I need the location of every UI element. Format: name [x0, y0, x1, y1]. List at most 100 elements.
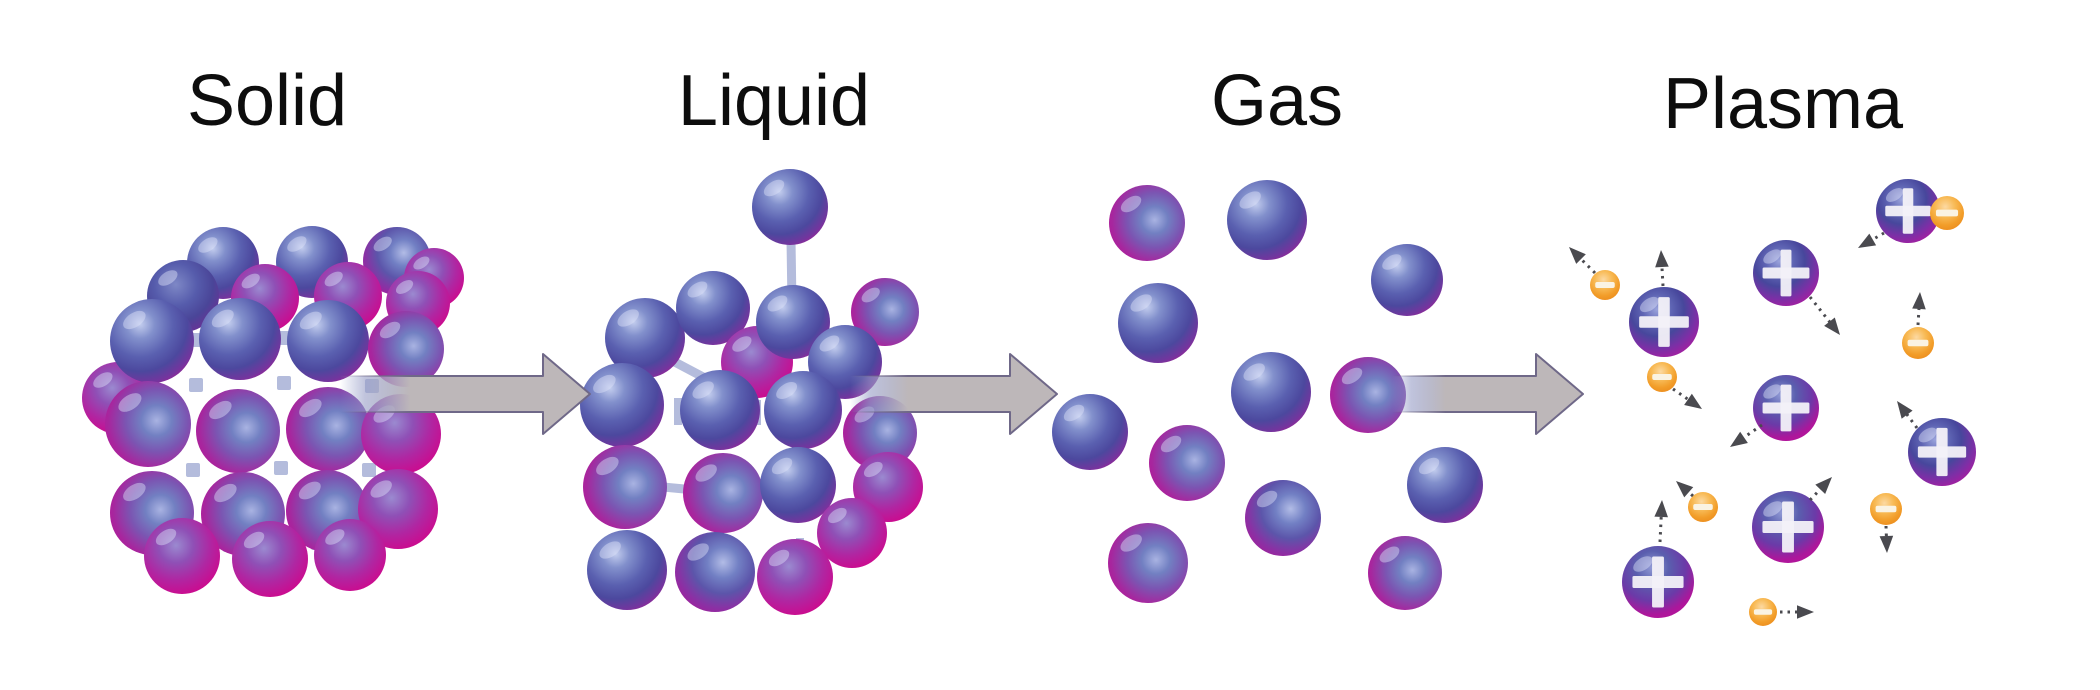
sphere-sheen [324, 271, 343, 287]
minus-icon [1907, 339, 1929, 347]
sphere-sheen [158, 270, 178, 286]
state-label-gas: Gas [1210, 61, 1344, 141]
molecule-sphere [105, 381, 191, 467]
molecule-sphere [1227, 180, 1307, 260]
plus-icon [1632, 556, 1684, 608]
sphere-sheen [1120, 534, 1142, 552]
motion-arrowhead-icon [1858, 233, 1877, 248]
molecule-sphere [361, 394, 441, 474]
sphere-sheen [827, 507, 847, 524]
sphere-sheen [198, 237, 218, 253]
molecule-sphere [1052, 394, 1128, 470]
motion-arrow [1676, 481, 1694, 498]
molecule-sphere [1108, 523, 1188, 603]
molecule-sphere [314, 519, 386, 591]
sphere-sheen [1763, 501, 1783, 517]
sphere-sheen [395, 280, 414, 294]
molecule-sphere [1407, 447, 1483, 523]
plus-icon [1762, 249, 1810, 297]
sphere-sheen [1918, 427, 1937, 443]
sphere-sheen [1379, 546, 1400, 563]
sphere-sheen [123, 310, 146, 330]
motion-arrowhead-icon [1684, 393, 1702, 409]
sphere-sheen [299, 311, 322, 330]
sphere-sheen [1130, 294, 1152, 312]
plus-bar-v [1658, 297, 1670, 347]
sphere-sheen [1639, 296, 1659, 313]
sphere-sheen [1763, 249, 1781, 264]
plasma-ion [1908, 418, 1976, 486]
plus-bar-v [1782, 501, 1794, 553]
sphere-sheen [599, 541, 621, 559]
molecule-sphere [1371, 244, 1443, 316]
motion-arrow [1858, 231, 1885, 248]
sphere-sheen [596, 456, 619, 476]
molecule-sphere [1368, 536, 1442, 610]
motion-arrow-line [1904, 412, 1919, 429]
motion-arrowhead-icon [1797, 605, 1814, 619]
motion-arrow [1672, 387, 1702, 409]
motion-arrow [1654, 500, 1668, 543]
molecule-sphere [196, 389, 280, 473]
plus-bar-v [1780, 249, 1792, 297]
molecule-sphere [1118, 283, 1198, 363]
sphere-sheen [370, 480, 392, 498]
molecule-sphere [110, 299, 194, 383]
molecule-sphere [1109, 185, 1185, 261]
transition-arrow-liquid-to-gas [850, 353, 1058, 435]
plus-icon [1762, 501, 1814, 553]
motion-arrowhead-icon [1676, 481, 1694, 498]
state-label-plasma: Plasma [1662, 64, 1904, 144]
sphere-sheen [768, 549, 790, 567]
sphere-sheen [1382, 254, 1402, 270]
sphere-sheen [214, 483, 237, 503]
motion-arrowhead-icon [1730, 431, 1748, 447]
plasma-electron [1688, 492, 1718, 522]
gas-state-group [1052, 180, 1483, 610]
motion-arrow-line [1808, 486, 1823, 502]
motion-arrow [1912, 292, 1926, 326]
motion-arrow-line [1578, 256, 1597, 275]
plus-bar-v [1902, 188, 1914, 234]
motion-arrow [1780, 605, 1814, 619]
motion-arrowhead-icon [1824, 317, 1840, 335]
sphere-sheen [861, 287, 880, 303]
molecule-sphere [752, 169, 828, 245]
molecule-sphere [817, 498, 887, 568]
sphere-sheen [211, 309, 234, 328]
sphere-sheen [413, 256, 430, 270]
motion-arrowhead-icon [1897, 401, 1913, 419]
sphere-sheen [1341, 367, 1363, 385]
sphere-sheen [687, 543, 709, 561]
motion-arrowhead-icon [1655, 250, 1669, 268]
sphere-sheen [695, 464, 717, 482]
motion-arrowhead-icon [1879, 535, 1894, 553]
sphere-sheen [1418, 457, 1440, 475]
sphere-sheen [1243, 363, 1265, 381]
lattice-connector [274, 461, 288, 475]
sphere-sheen [299, 398, 322, 418]
sphere-sheen [1763, 384, 1781, 399]
sphere-sheen [1633, 556, 1653, 572]
minus-icon [1652, 374, 1672, 380]
molecule-sphere [675, 532, 755, 612]
sphere-sheen [819, 335, 840, 352]
sphere-sheen [241, 273, 260, 289]
lattice-connector [189, 378, 203, 392]
sphere-sheen [767, 295, 788, 312]
sphere-sheen [373, 236, 392, 252]
sphere-sheen [287, 236, 307, 252]
plus-bar-v [1936, 427, 1948, 477]
sphere-sheen [298, 481, 321, 500]
motion-arrow-line [1808, 296, 1832, 325]
motion-arrowhead-icon [1912, 292, 1926, 310]
sphere-sheen [1239, 191, 1261, 209]
motion-arrow [1879, 525, 1894, 553]
motion-arrow-line [1870, 231, 1885, 242]
motion-arrow [1730, 423, 1763, 447]
plasma-electron [1902, 327, 1934, 359]
sphere-sheen [155, 528, 177, 546]
plasma-ion [1622, 546, 1694, 618]
motion-arrowhead-icon [1569, 247, 1586, 264]
